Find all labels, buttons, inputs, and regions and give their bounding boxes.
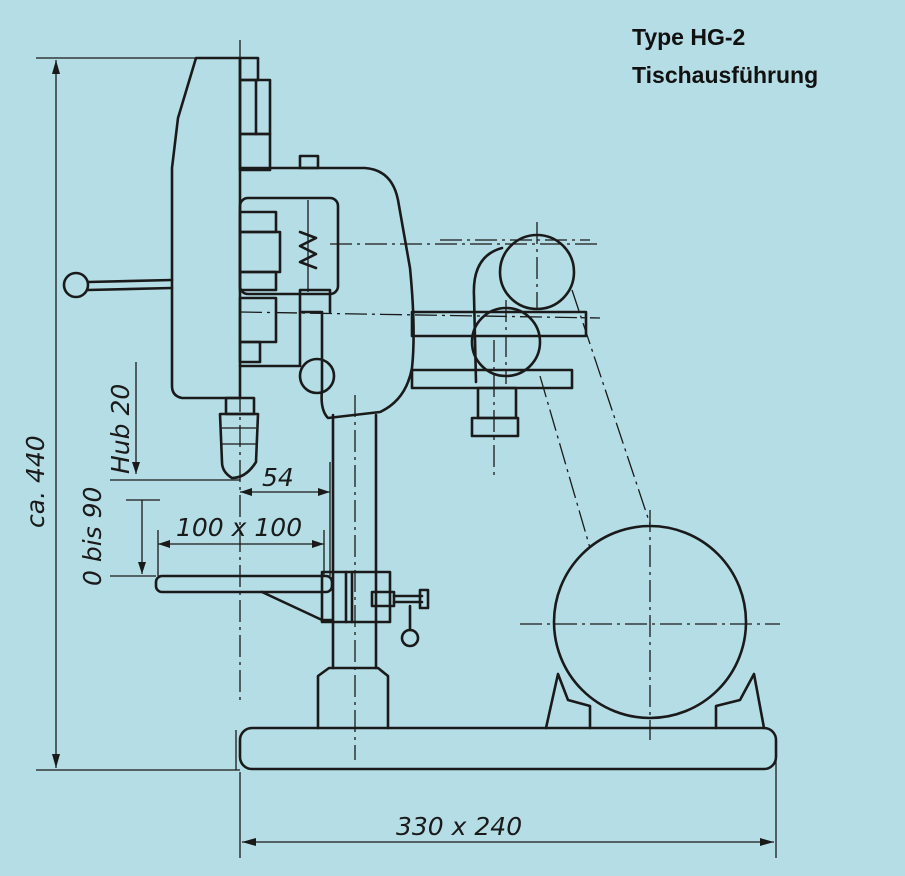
variant-label: Tischausführung [632, 62, 819, 88]
type-label: Type HG-2 [632, 24, 746, 50]
feed-handle [62, 271, 174, 299]
dim-base-size: 330 x 240 [396, 812, 522, 841]
head-casting [238, 154, 415, 420]
work-table [154, 570, 430, 648]
spindle-mechanism [238, 40, 340, 700]
dim-table-size: 100 x 100 [176, 513, 302, 542]
dim-spindle-offset: 54 [262, 463, 294, 492]
machine-base [235, 726, 778, 771]
dimension-lines [36, 57, 777, 858]
front-cover [170, 56, 272, 400]
drive-belt [539, 289, 651, 549]
pulley-assembly [239, 222, 601, 480]
column [316, 395, 390, 760]
dim-stroke: Hub 20 [106, 384, 135, 474]
drill-chuck [218, 396, 260, 480]
dim-total-height: ca. 440 [21, 435, 50, 528]
motor [520, 510, 780, 740]
dim-table-travel: 0 bis 90 [78, 487, 107, 586]
drawing-title-block: Type HG-2 Tischausführung [632, 18, 818, 94]
